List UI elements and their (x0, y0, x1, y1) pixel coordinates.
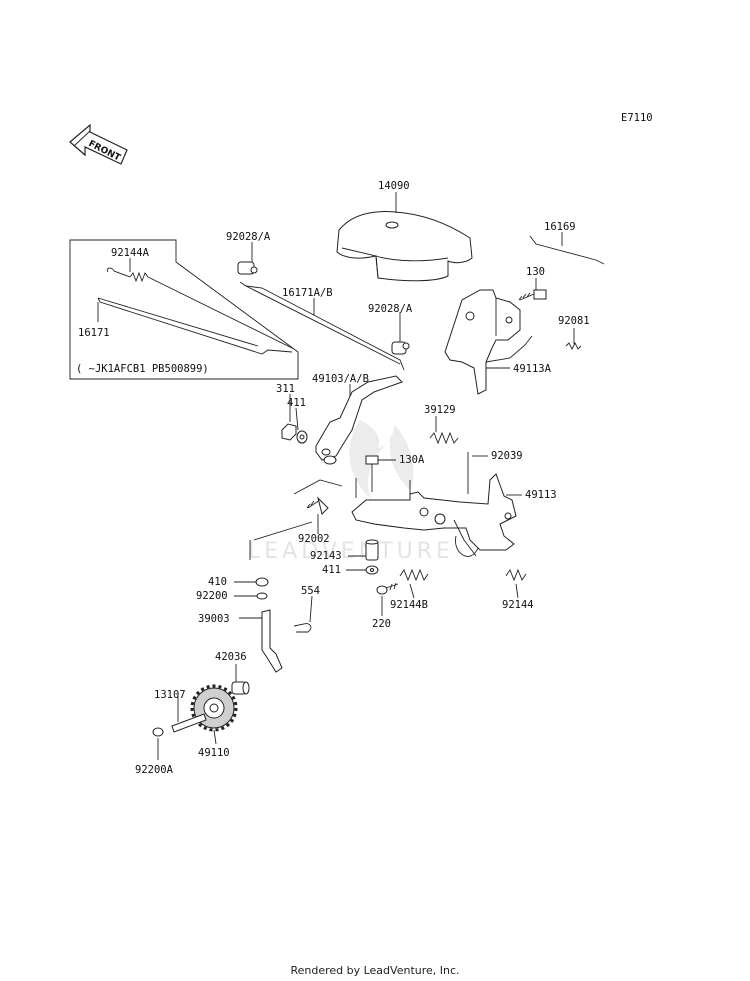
nut-311 (281, 423, 297, 441)
link-39003 (261, 609, 283, 673)
label-13107: 13107 (154, 689, 186, 701)
watermark: LEADVENTURE (248, 420, 454, 564)
label-411-upper: 411 (287, 397, 306, 409)
spring-92144b (399, 568, 429, 582)
label-92039: 92039 (491, 450, 523, 462)
label-411-lower: 411 (322, 564, 341, 576)
label-92144a: 92144A (111, 247, 150, 259)
label-311: 311 (276, 383, 295, 395)
part-labels: 14090 16169 92028/A 92144A 16171A/B 130 … (78, 180, 590, 776)
bolt-92002 (306, 496, 329, 515)
bushing-42036 (231, 681, 250, 695)
label-554: 554 (301, 585, 320, 597)
rod-16169 (529, 235, 605, 265)
washer-92200 (256, 592, 268, 600)
leader-lines (97, 192, 575, 760)
bolt-130 (518, 289, 547, 301)
spring-39129 (429, 431, 459, 445)
gear-49110 (190, 684, 238, 732)
bracket-49113 (351, 473, 517, 557)
diagram-code: E7110 (621, 112, 653, 124)
label-92081: 92081 (558, 315, 590, 327)
bracket-49113a (444, 289, 533, 395)
washer-92200a (152, 727, 164, 737)
label-92144b: 92144B (390, 599, 428, 611)
label-92200a: 92200A (135, 764, 174, 776)
clip-92028a-lower (391, 341, 410, 355)
watermark-text: LEADVENTURE (248, 539, 454, 564)
label-39129: 39129 (424, 404, 456, 416)
footer-credit: Rendered by LeadVenture, Inc. (290, 964, 460, 977)
inset-note: ( ~JK1AFCB1 PB500899) (76, 363, 209, 375)
rod-16171ab (239, 281, 405, 371)
label-49110: 49110 (198, 747, 230, 759)
cover-14090 (336, 211, 473, 282)
collar-92143 (365, 539, 379, 561)
inset-box: ( ~JK1AFCB1 PB500899) (69, 239, 299, 380)
label-92028a-upper: 92028/A (226, 231, 271, 243)
label-130a: 130A (399, 454, 425, 466)
label-16171ab: 16171A/B (282, 287, 333, 299)
label-220: 220 (372, 618, 391, 630)
lever-49103ab (315, 375, 403, 465)
shaft-13107 (171, 713, 207, 733)
label-92002: 92002 (298, 533, 330, 545)
label-16171: 16171 (78, 327, 110, 339)
washer-410 (255, 577, 269, 587)
screw-220 (376, 582, 399, 595)
label-39003: 39003 (198, 613, 230, 625)
label-92144: 92144 (502, 599, 534, 611)
label-92028a-lower: 92028/A (368, 303, 413, 315)
label-49113: 49113 (525, 489, 557, 501)
washer-411-lower (365, 565, 379, 575)
label-130: 130 (526, 266, 545, 278)
washer-411-upper (296, 430, 308, 444)
front-arrow-icon: FRONT (69, 123, 128, 165)
spring-92144 (505, 568, 527, 582)
label-92143: 92143 (310, 550, 342, 562)
label-49103ab: 49103/A/B (312, 373, 369, 385)
label-14090: 14090 (378, 180, 410, 192)
label-42036: 42036 (215, 651, 247, 663)
label-16169: 16169 (544, 221, 576, 233)
clip-92028a-upper (237, 261, 258, 275)
label-92200: 92200 (196, 590, 228, 602)
label-410: 410 (208, 576, 227, 588)
spring-92081 (565, 341, 582, 351)
pin-554 (293, 623, 312, 633)
label-49113a: 49113A (513, 363, 552, 375)
